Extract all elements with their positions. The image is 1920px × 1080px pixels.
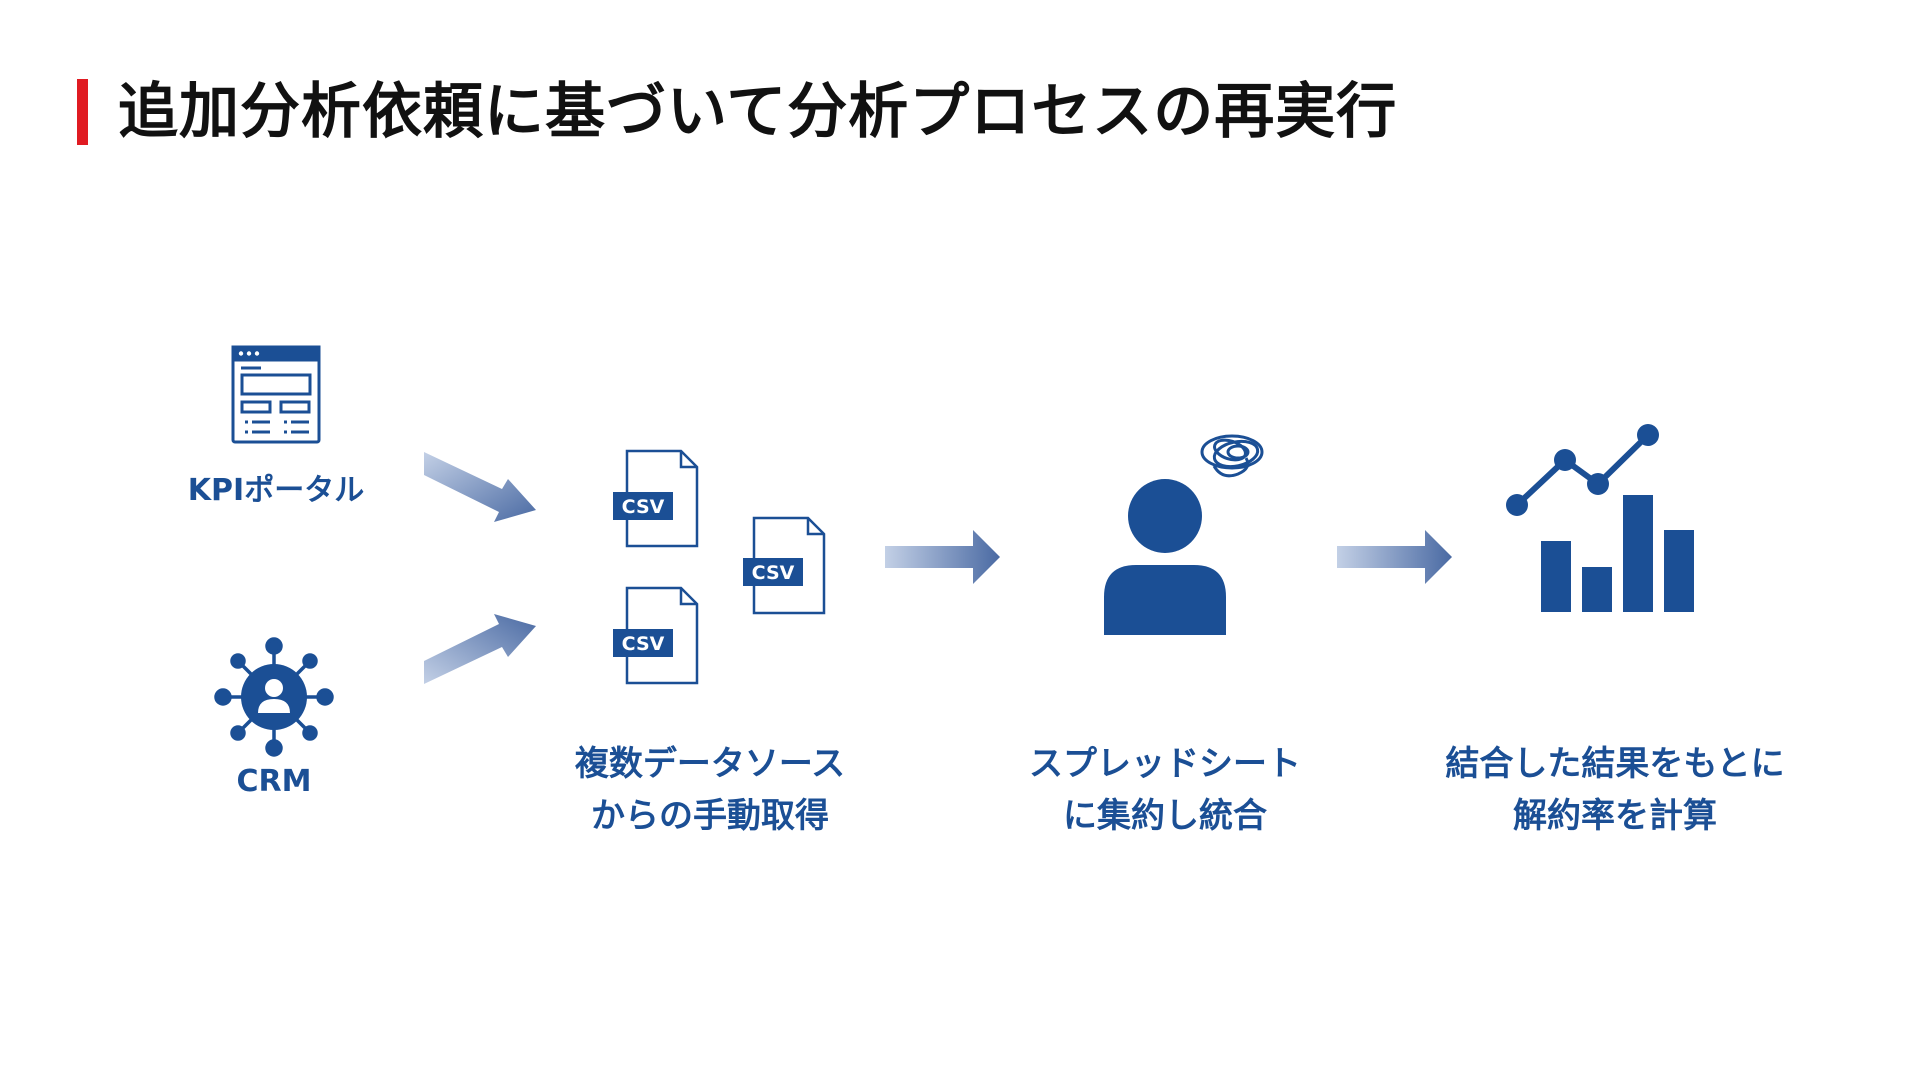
page-title: 追加分析依頼に基づいて分析プロセスの再実行 <box>118 77 1398 147</box>
csv-tag: CSV <box>752 562 795 584</box>
step-label-line: 結合した結果をもとに <box>1445 744 1785 784</box>
web-portal-icon <box>231 345 321 444</box>
confused-person-icon <box>1104 434 1264 635</box>
step-label-line: 解約率を計算 <box>1513 796 1717 836</box>
arrow-portal-to-files <box>424 452 536 522</box>
crm-network-icon <box>214 637 334 757</box>
arrow-spreadsheet-to-chart <box>1337 530 1452 584</box>
step-label-line: 複数データソース <box>574 744 846 784</box>
csv-file-icon: CSV <box>613 449 699 548</box>
csv-file-icon: CSV <box>743 516 826 615</box>
chart-icon <box>1506 424 1694 612</box>
step-label-line: からの手動取得 <box>591 796 829 836</box>
step-label-line: に集約し統合 <box>1063 796 1267 836</box>
arrow-files-to-spreadsheet <box>885 530 1000 584</box>
source-label-kpi-portal: KPIポータル <box>187 473 365 508</box>
step-label-line: スプレッドシート <box>1029 744 1301 784</box>
scribble-icon <box>1200 434 1264 478</box>
step-label-manual-fetch: 複数データソース からの手動取得 <box>560 738 860 842</box>
title-accent-bar <box>77 79 88 145</box>
arrow-crm-to-files <box>424 614 536 684</box>
csv-tag: CSV <box>622 633 665 655</box>
csv-file-icon: CSV <box>613 586 699 685</box>
csv-tag: CSV <box>622 496 665 518</box>
step-label-churn-calc: 結合した結果をもとに 解約率を計算 <box>1425 738 1805 842</box>
step-label-spreadsheet: スプレッドシート に集約し統合 <box>1010 738 1320 842</box>
source-label-crm: CRM <box>236 764 312 799</box>
